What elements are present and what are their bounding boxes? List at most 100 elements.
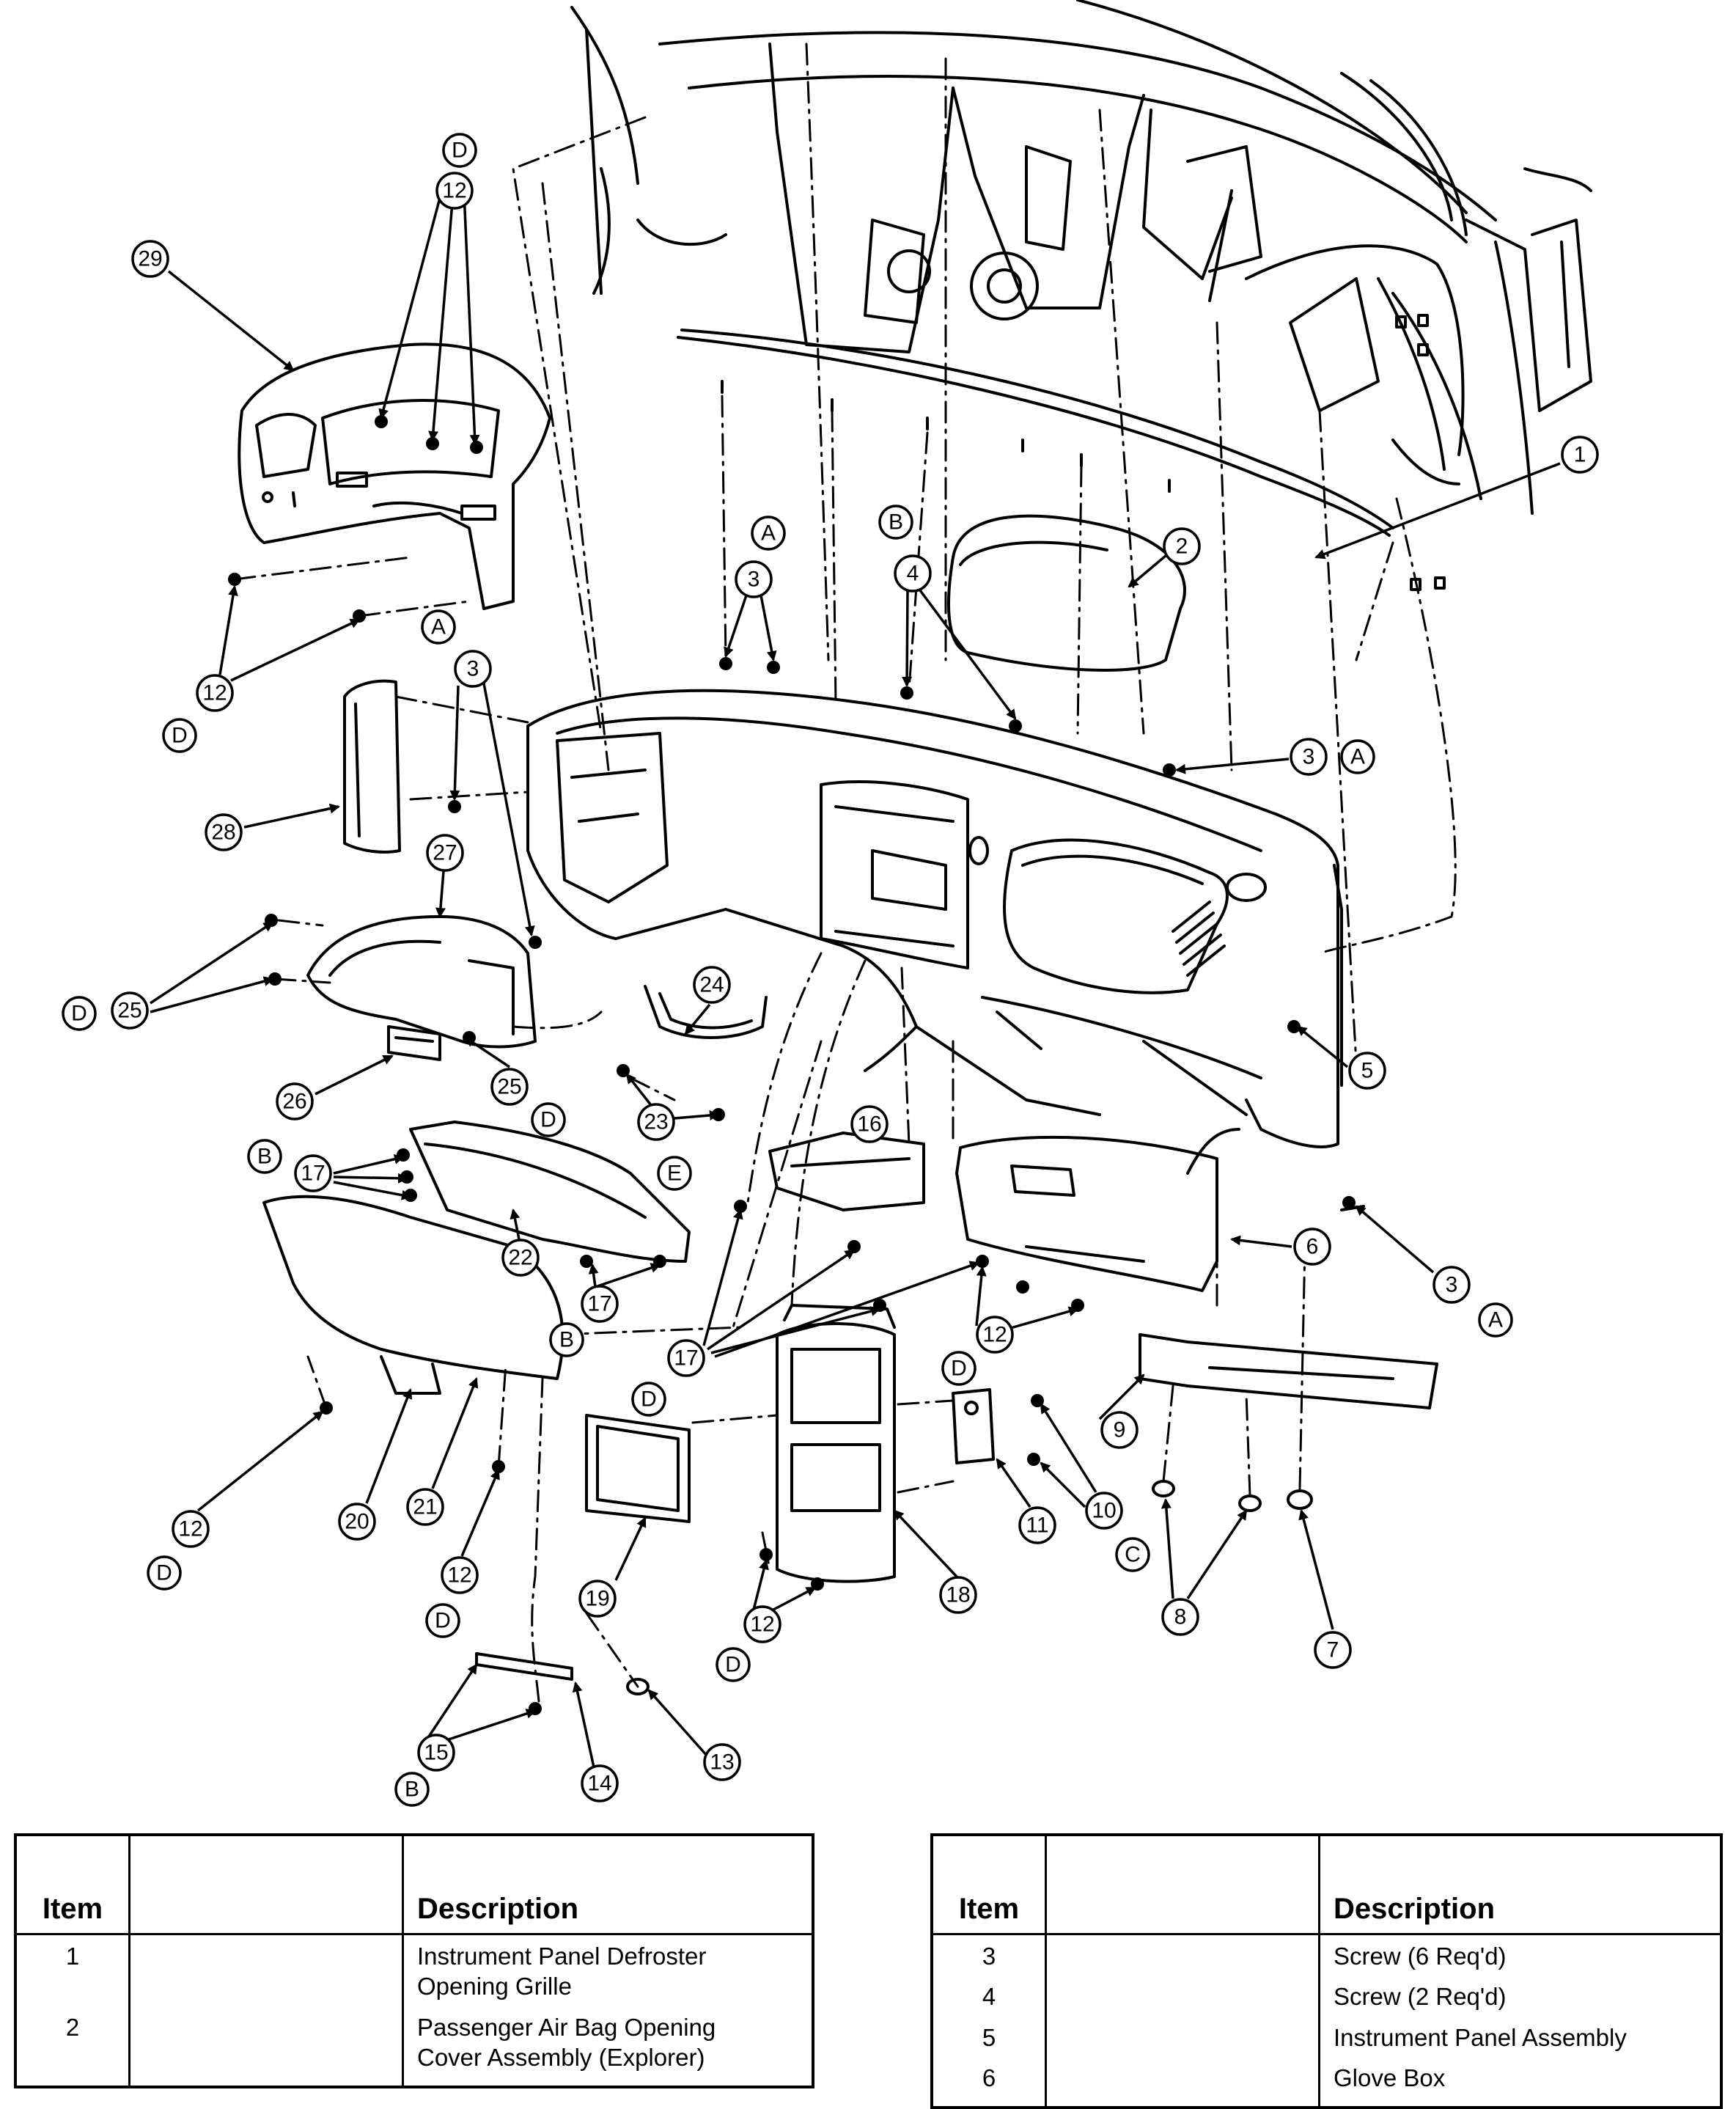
knee-bolster: [409, 1120, 691, 1263]
callout-circle: [426, 834, 464, 872]
ref-letter-circle: [442, 133, 477, 168]
legend-blank-cell: [1045, 1976, 1320, 2017]
blank-header: [128, 1833, 404, 1935]
callout-circle: [976, 1316, 1014, 1354]
ref-letter-D: D: [425, 1603, 460, 1638]
callout-circle: [111, 991, 149, 1030]
legend-item-number: 4: [930, 1976, 1047, 2017]
callout-circle: [1163, 527, 1201, 565]
ref-letter-B: B: [394, 1772, 430, 1807]
ref-letter-D: D: [941, 1351, 976, 1386]
callout-circle: [578, 1580, 617, 1618]
callout-text: 12: [982, 1323, 1007, 1347]
ref-letter-circle: [247, 1139, 282, 1174]
callout-22: 22: [501, 1239, 540, 1277]
callout-16: 16: [850, 1105, 889, 1143]
callout-text: 27: [433, 841, 457, 865]
ref-letter-text: D: [172, 724, 188, 748]
ref-letter-text: D: [71, 1002, 87, 1026]
center-bezel: [776, 1304, 896, 1583]
callout-24: 24: [693, 966, 731, 1004]
callout-text: 18: [946, 1583, 970, 1607]
callout-text: 11: [1026, 1514, 1048, 1538]
callout-circle: [1085, 1492, 1123, 1530]
legend-description-line: Passenger Air Bag Opening: [417, 2013, 716, 2041]
callout-25: 25: [111, 991, 149, 1030]
ref-letter-text: D: [540, 1108, 556, 1132]
ref-letter-D: D: [631, 1382, 666, 1417]
callout-text: 14: [587, 1772, 611, 1796]
legend-blank-cell: [1045, 2056, 1320, 2097]
callout-12: 12: [976, 1316, 1014, 1354]
bezel-16: [768, 1131, 925, 1211]
callout-circle: [1432, 1266, 1471, 1304]
callout-3: 3: [454, 650, 492, 688]
item-header: Item: [930, 1833, 1047, 1935]
callout-text: 20: [345, 1510, 369, 1534]
callout-text: 12: [442, 179, 466, 203]
callout-4: 4: [894, 554, 932, 593]
ref-letter-circle: [425, 1603, 460, 1638]
ref-letter-D: D: [162, 718, 197, 753]
legend-description: Screw (6 Req'd): [1318, 1933, 1723, 1976]
callout-text: 3: [467, 657, 479, 681]
callout-28: 28: [205, 813, 243, 851]
ref-letter-circle: [1340, 739, 1375, 774]
callout-text: 25: [117, 999, 141, 1023]
callout-17: 17: [667, 1339, 705, 1377]
callout-14: 14: [581, 1764, 619, 1802]
ref-letter-circle: [147, 1555, 182, 1591]
ref-letter-circle: [531, 1102, 566, 1137]
callout-circle: [581, 1285, 619, 1323]
legend-item-number: 5: [930, 2016, 1047, 2057]
callout-circle: [435, 172, 474, 210]
ref-letter-A: A: [1478, 1302, 1513, 1338]
callout-12: 12: [172, 1510, 210, 1548]
callout-2: 2: [1163, 527, 1201, 565]
legend-description: Instrument Panel Assembly: [1318, 2016, 1723, 2057]
ref-letter-text: A: [1350, 745, 1365, 769]
callout-circle: [1314, 1631, 1352, 1669]
callout-circle: [581, 1764, 619, 1802]
legend-description-line: Screw (2 Req'd): [1334, 1983, 1507, 2011]
callout-circle: [196, 674, 234, 712]
clip-fasteners: [626, 1205, 1365, 1695]
callout-3: 3: [735, 560, 773, 598]
callout-circle: [703, 1743, 741, 1781]
callout-text: 12: [447, 1563, 471, 1588]
callout-text: 29: [138, 247, 162, 271]
callout-circle: [939, 1576, 977, 1614]
item-header: Item: [14, 1833, 130, 1935]
callout-text: 1: [1574, 443, 1586, 467]
callout-circle: [667, 1339, 705, 1377]
legend-row: 5 Instrument Panel Assembly: [930, 2016, 1723, 2057]
callout-11: 11: [1018, 1506, 1056, 1544]
callout-21: 21: [406, 1488, 444, 1526]
ref-letter-circle: [421, 609, 456, 645]
legend-blank-cell: [1045, 2016, 1320, 2057]
ref-letter-D: D: [442, 133, 477, 168]
callout-circle: [1290, 738, 1328, 776]
callout-circle: [1161, 1598, 1199, 1636]
callout-9: 9: [1100, 1411, 1139, 1449]
callout-text: 3: [748, 568, 760, 592]
ref-letter-text: D: [951, 1357, 967, 1381]
callout-text: 4: [907, 562, 919, 586]
callout-text: 21: [413, 1495, 437, 1519]
ref-letter-text: A: [1488, 1308, 1503, 1332]
defroster-opening-grille: [677, 329, 1394, 537]
callout-circle: [490, 1068, 529, 1106]
legend-row: 4 Screw (2 Req'd): [930, 1976, 1723, 2017]
callout-circle: [743, 1605, 781, 1643]
ref-letter-text: D: [452, 139, 468, 163]
instrument-panel-assembly: [526, 689, 1343, 1148]
ref-letter-text: A: [761, 521, 776, 546]
callout-text: 12: [750, 1613, 774, 1637]
ref-letter-B: B: [549, 1322, 584, 1357]
ref-letter-circle: [631, 1382, 666, 1417]
ref-letter-text: D: [435, 1609, 451, 1633]
